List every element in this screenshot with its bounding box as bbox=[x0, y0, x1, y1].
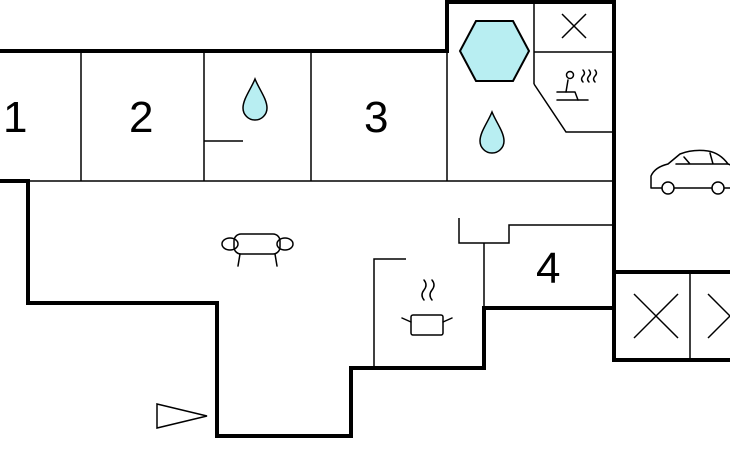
closet-cross-icon bbox=[561, 13, 587, 39]
water-drop-icon bbox=[479, 109, 505, 154]
room-label-4: 4 bbox=[536, 244, 560, 293]
room-label-3: 3 bbox=[364, 93, 388, 142]
cooking-pot-icon bbox=[401, 279, 453, 336]
entrance-arrow-icon bbox=[156, 403, 208, 429]
room-label-1: 1 bbox=[3, 93, 27, 142]
closet-cross-icon bbox=[633, 293, 679, 339]
closet-cross-icon bbox=[707, 293, 730, 339]
hot-tub-icon bbox=[458, 20, 531, 82]
water-drop-icon bbox=[242, 76, 268, 121]
outer-walls bbox=[0, 0, 730, 438]
sofa-icon bbox=[221, 233, 294, 267]
room-label-2: 2 bbox=[129, 93, 153, 142]
sauna-icon bbox=[556, 69, 598, 101]
interior-walls bbox=[0, 2, 691, 368]
car-icon bbox=[650, 149, 730, 195]
